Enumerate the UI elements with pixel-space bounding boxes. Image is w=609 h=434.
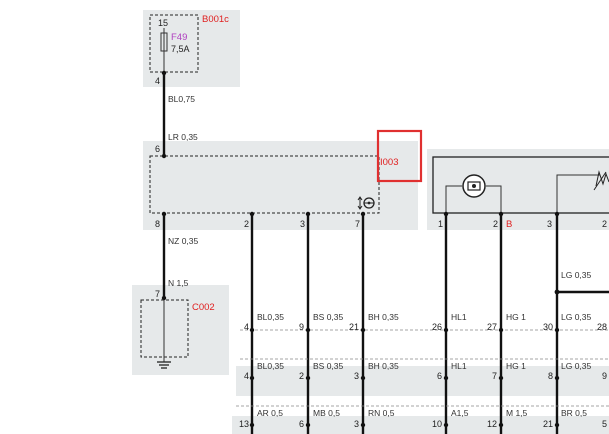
row1-pin-3: 21 (349, 322, 359, 332)
i003-pin-2: 2 (244, 219, 249, 229)
row3-pin-7: 5 (602, 419, 607, 429)
row1-label-3: BH 0,35 (368, 312, 399, 322)
ground-icon (157, 361, 171, 369)
row2-pin-3: 3 (354, 371, 359, 381)
row3-pin-1: 13 (239, 419, 249, 429)
i003-pin-3: 3 (300, 219, 305, 229)
right-pin-1: 1 (438, 219, 443, 229)
row1-label-6: LG 0,35 (561, 312, 592, 322)
i003-pin-8: 8 (155, 219, 160, 229)
b001c-ref: B001c (202, 14, 229, 25)
connector-row-2: BL0,35 BS 0,35 BH 0,35 HL1 HG 1 LG 0,35 … (240, 358, 609, 381)
row1-pin-2: 9 (299, 322, 304, 332)
row3-pin-2: 6 (299, 419, 304, 429)
row1-pin-5: 27 (487, 322, 497, 332)
b001c-outline (149, 14, 199, 73)
zone-b001c (143, 10, 240, 87)
row1-pin-6: 30 (543, 322, 553, 332)
wire-label-n15: N 1,5 (168, 278, 189, 288)
row1-label-5: HG 1 (506, 312, 526, 322)
row2-pin-4: 6 (437, 371, 442, 381)
row1-label-4: HL1 (451, 312, 467, 322)
connector-row-1: BL0,35 BS 0,35 BH 0,35 HL1 HG 1 LG 0,35 … (240, 312, 609, 333)
row1-label-1: BL0,35 (257, 312, 284, 322)
row2-pin-1: 4 (244, 371, 249, 381)
c002-ref: C002 (192, 302, 215, 313)
pin-dot-b001c (161, 70, 167, 76)
row3-pin-5: 12 (487, 419, 497, 429)
i003-highlight-box (376, 129, 423, 183)
c002-pin-top: 7 (155, 289, 160, 299)
row2-pin-6: 8 (548, 371, 553, 381)
row1-pin-7: 28 (597, 322, 607, 332)
i003-ref: I003 (380, 157, 399, 168)
module-pin-dots (161, 211, 560, 217)
zone-c002 (132, 285, 229, 375)
row2-label-4: HL1 (451, 361, 467, 371)
right-pin-2b: 2 (602, 219, 607, 229)
b001c-pin-top: 15 (158, 18, 168, 28)
zone-connector-row-2 (236, 366, 609, 396)
row3-pin-6: 21 (543, 419, 553, 429)
pin-dot-c002 (161, 295, 167, 301)
motor-icon (445, 174, 502, 213)
row3-label-5: M 1,5 (506, 408, 528, 418)
wire-label-nz035: NZ 0,35 (168, 236, 199, 246)
row3-label-4: A1,5 (451, 408, 469, 418)
row3-label-6: BR 0,5 (561, 408, 587, 418)
fuse-rating: 7,5A (171, 44, 190, 54)
row3-label-3: RN 0,5 (368, 408, 395, 418)
row2-pin-7: 9 (602, 371, 607, 381)
steering-wheel-icon (357, 196, 375, 210)
row3-label-2: MB 0,5 (313, 408, 340, 418)
right-pin-3: 3 (547, 219, 552, 229)
right-module-outline (432, 156, 609, 214)
row2-label-3: BH 0,35 (368, 361, 399, 371)
potentiometer-icon (556, 170, 609, 213)
wire-label-bl075: BL0,75 (168, 94, 195, 104)
row1-pin-1: 4 (244, 322, 249, 332)
row3-pin-4: 10 (432, 419, 442, 429)
b001c-pin-bottom: 4 (155, 76, 160, 86)
row2-label-1: BL0,35 (257, 361, 284, 371)
i003-pin-top: 6 (155, 144, 160, 154)
row3-label-1: AR 0,5 (257, 408, 283, 418)
row2-label-6: LG 0,35 (561, 361, 592, 371)
row2-label-5: HG 1 (506, 361, 526, 371)
row1-pin-4: 26 (432, 322, 442, 332)
right-pin-2: 2 (493, 219, 498, 229)
row1-label-2: BS 0,35 (313, 312, 344, 322)
wire-label-lg035: LG 0,35 (561, 270, 592, 280)
fuse-ref: F49 (171, 32, 187, 43)
i003-outline (149, 155, 380, 214)
row2-pin-5: 7 (492, 371, 497, 381)
i003-pin-7: 7 (355, 219, 360, 229)
row2-pin-2: 2 (299, 371, 304, 381)
row2-label-2: BS 0,35 (313, 361, 344, 371)
row3-pin-3: 3 (354, 419, 359, 429)
zone-right-module (427, 149, 609, 230)
pin-dot-i003-top (161, 153, 167, 159)
zone-i003 (143, 141, 418, 230)
junction-dot (554, 289, 560, 295)
right-pin-b-ref: B (506, 219, 512, 230)
connector-row-3: AR 0,5 MB 0,5 RN 0,5 A1,5 M 1,5 BR 0,5 1… (236, 405, 609, 429)
wire-label-lr035: LR 0,35 (168, 132, 198, 142)
zone-connector-row-3 (232, 416, 609, 434)
